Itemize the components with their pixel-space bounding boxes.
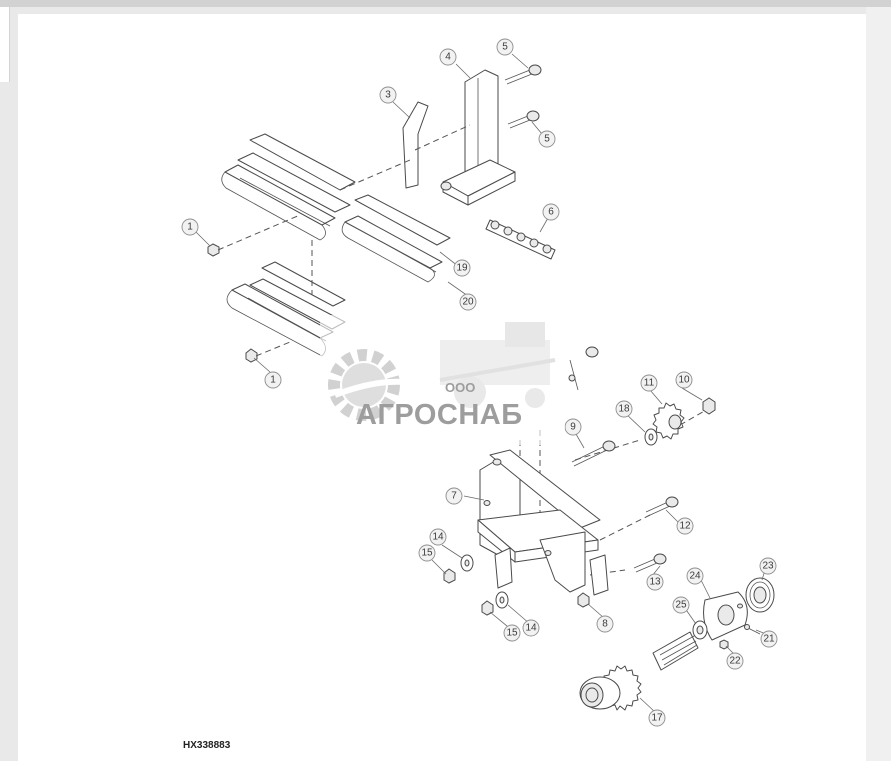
callout-4: 4 xyxy=(439,48,457,66)
svg-text:17: 17 xyxy=(651,713,663,724)
bolt-12 xyxy=(645,496,679,517)
bearing-23 xyxy=(745,577,775,613)
upright-bracket-4 xyxy=(440,69,516,206)
callout-12: 12 xyxy=(676,517,694,535)
drive-bracket-7 xyxy=(477,449,609,596)
screw-22 xyxy=(719,639,729,650)
left-panel-edge xyxy=(0,7,10,82)
callout-5-upper: 5 xyxy=(496,38,514,56)
washer-14-lower xyxy=(495,591,509,609)
sprocket-11 xyxy=(652,402,685,440)
svg-text:22: 22 xyxy=(729,656,741,667)
svg-text:25: 25 xyxy=(675,600,687,611)
nut-15-upper xyxy=(443,568,456,584)
callout-14-upper: 14 xyxy=(429,528,447,546)
callout-6: 6 xyxy=(542,203,560,221)
washer-18 xyxy=(644,428,658,446)
callout-17: 17 xyxy=(648,709,666,727)
callout-8: 8 xyxy=(596,615,614,633)
callout-22: 22 xyxy=(726,652,744,670)
callout-20: 20 xyxy=(459,293,477,311)
figure-id: HX338883 xyxy=(183,740,231,751)
agrosnab-watermark: ООО АГРОСНАБ xyxy=(320,315,565,445)
svg-text:19: 19 xyxy=(456,263,468,274)
svg-text:4: 4 xyxy=(445,52,451,63)
screw-21 xyxy=(744,624,761,635)
svg-text:23: 23 xyxy=(762,561,774,572)
svg-text:15: 15 xyxy=(421,548,433,559)
nut-lower-1 xyxy=(245,348,258,363)
callout-25: 25 xyxy=(672,596,690,614)
callout-18: 18 xyxy=(615,400,633,418)
bolt-upper-5 xyxy=(504,64,542,85)
watermark-name: АГРОСНАБ xyxy=(356,399,523,431)
callout-15-lower: 15 xyxy=(503,624,521,642)
upper-guide-rail-19 xyxy=(221,133,451,283)
nut-10 xyxy=(702,397,716,415)
svg-text:24: 24 xyxy=(689,571,701,582)
svg-text:14: 14 xyxy=(525,623,537,634)
bolt-9 xyxy=(571,440,616,467)
lower-guide-rail-20 xyxy=(226,261,346,357)
bearing-25 xyxy=(692,620,708,640)
leader-lines xyxy=(195,53,767,713)
svg-text:10: 10 xyxy=(678,375,690,386)
callout-1-lower: 1 xyxy=(264,371,282,389)
callout-14-lower: 14 xyxy=(522,619,540,637)
nut-8 xyxy=(577,592,590,608)
callout-15-upper: 15 xyxy=(418,544,436,562)
right-scroll-gutter[interactable] xyxy=(866,7,891,761)
svg-text:20: 20 xyxy=(462,297,474,308)
svg-text:5: 5 xyxy=(544,134,550,145)
callout-10: 10 xyxy=(675,371,693,389)
svg-text:1: 1 xyxy=(187,222,193,233)
svg-text:11: 11 xyxy=(644,378,655,389)
callout-3: 3 xyxy=(379,86,397,104)
bolt-13 xyxy=(633,553,667,573)
svg-text:8: 8 xyxy=(602,619,608,630)
browser-top-bar xyxy=(0,0,891,7)
nut-upper-1 xyxy=(207,243,220,257)
callout-21: 21 xyxy=(760,630,778,648)
combine-harvester-icon xyxy=(439,322,556,408)
washer-14-upper xyxy=(460,554,474,572)
svg-text:13: 13 xyxy=(649,577,661,588)
callout-7: 7 xyxy=(445,487,463,505)
callout-5-lower: 5 xyxy=(538,130,556,148)
svg-text:6: 6 xyxy=(548,207,554,218)
bolt-lower-5 xyxy=(507,110,540,129)
callout-19: 19 xyxy=(453,259,471,277)
obscured-chain-part xyxy=(568,346,599,391)
callout-13: 13 xyxy=(646,573,664,591)
callout-9: 9 xyxy=(564,418,582,436)
svg-text:18: 18 xyxy=(618,404,630,415)
roller-chain-6 xyxy=(485,219,556,260)
gear-logo-icon xyxy=(328,349,522,421)
svg-text:3: 3 xyxy=(385,90,391,101)
watermark-prefix: ООО xyxy=(445,380,475,395)
callout-23: 23 xyxy=(759,557,777,575)
svg-text:1: 1 xyxy=(270,375,276,386)
svg-text:9: 9 xyxy=(570,422,576,433)
svg-text:5: 5 xyxy=(502,42,508,53)
svg-text:7: 7 xyxy=(451,491,457,502)
svg-text:15: 15 xyxy=(506,628,518,639)
bearing-housing-24 xyxy=(703,591,748,641)
strap-3 xyxy=(402,101,429,189)
svg-text:14: 14 xyxy=(432,532,444,543)
svg-text:12: 12 xyxy=(679,521,691,532)
drive-sprocket-17 xyxy=(579,631,699,711)
callout-11: 11 xyxy=(640,374,658,392)
callout-1-upper: 1 xyxy=(181,218,199,236)
nut-15-lower xyxy=(481,600,494,616)
svg-text:21: 21 xyxy=(763,634,775,645)
callout-24: 24 xyxy=(686,567,704,585)
